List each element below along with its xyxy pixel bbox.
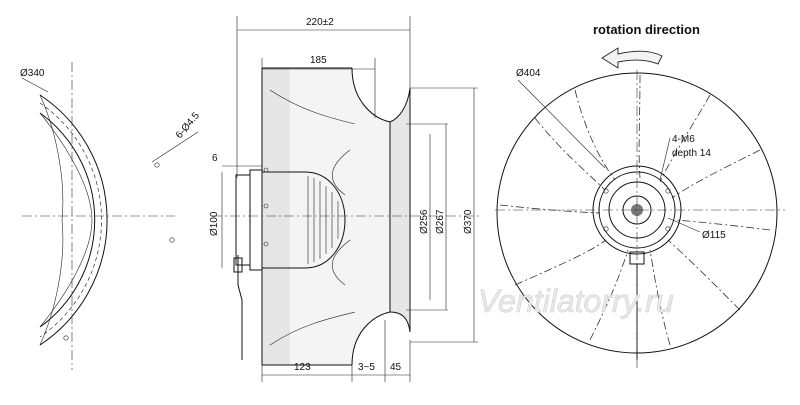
blade-profile bbox=[269, 311, 356, 346]
thread-hole bbox=[665, 226, 671, 232]
depth-label: depth 14 bbox=[672, 148, 711, 159]
mount-hole bbox=[169, 237, 175, 243]
hub-diameter-label: Ø115 bbox=[702, 230, 726, 241]
cable bbox=[237, 255, 243, 360]
outer-diameter-label: Ø370 bbox=[463, 209, 474, 234]
impeller-diameter-label: Ø404 bbox=[516, 68, 541, 79]
thread-hole bbox=[603, 188, 609, 194]
rotation-label: rotation direction bbox=[593, 22, 700, 37]
housing-outer-arc bbox=[39, 94, 108, 346]
motor-diameter-label: Ø100 bbox=[209, 211, 220, 236]
front-view: rotation direction Ø404 4-M6 depth 14 Ø1… bbox=[495, 22, 785, 370]
inlet-ring-diameter-label: Ø267 bbox=[435, 209, 446, 234]
motor-length-label: 123 bbox=[294, 362, 311, 373]
cable-gland bbox=[233, 257, 243, 273]
inlet-diameter-label: Ø256 bbox=[419, 209, 430, 234]
housing-hidden-arc bbox=[39, 102, 102, 338]
motor-body bbox=[262, 171, 346, 269]
leader-404 bbox=[517, 79, 606, 169]
housing-inner-arc bbox=[39, 112, 96, 328]
impeller-shroud-top bbox=[351, 67, 391, 123]
leader-115 bbox=[667, 217, 701, 233]
impeller-shroud-bottom bbox=[351, 311, 391, 366]
thread-hole bbox=[603, 226, 609, 232]
motor-cooling-fins bbox=[307, 176, 339, 264]
overall-length-label: 220±2 bbox=[306, 17, 334, 28]
thread-hole bbox=[665, 188, 671, 194]
impeller-length-label: 185 bbox=[310, 55, 327, 66]
section-view: 220±2 185 6 Ø100 Ø256 Ø267 Ø370 123 3~5 … bbox=[209, 16, 480, 382]
side-view: Ø340 6-Ø4.5 bbox=[20, 62, 202, 370]
thread-label: 4-M6 bbox=[672, 134, 695, 145]
gap-label: 3~5 bbox=[358, 362, 375, 373]
flange-thickness-label: 6 bbox=[212, 153, 218, 164]
leader-holes bbox=[151, 131, 199, 163]
mount-hole bbox=[154, 162, 160, 168]
motor-flange bbox=[235, 174, 251, 266]
leader-diameter bbox=[21, 77, 49, 93]
motor-plate bbox=[249, 169, 263, 271]
holes-label: 6-Ø4.5 bbox=[174, 110, 202, 141]
outer-cut-line bbox=[39, 94, 64, 346]
mount-hole bbox=[63, 335, 69, 341]
bolt bbox=[263, 167, 269, 173]
blade-profile bbox=[269, 89, 356, 125]
diameter-340-label: Ø340 bbox=[20, 68, 45, 79]
leader-thread bbox=[659, 137, 671, 181]
bolt bbox=[263, 203, 269, 209]
inlet-ring bbox=[389, 87, 411, 333]
watermark-text: Ventilatorry.ru bbox=[478, 283, 674, 319]
blade-profile bbox=[331, 239, 351, 286]
ring-width-label: 45 bbox=[390, 362, 402, 373]
inner-cut-line bbox=[39, 112, 93, 328]
blade-profile bbox=[331, 149, 351, 196]
rotation-arrow bbox=[601, 47, 663, 69]
bolt bbox=[263, 241, 269, 247]
